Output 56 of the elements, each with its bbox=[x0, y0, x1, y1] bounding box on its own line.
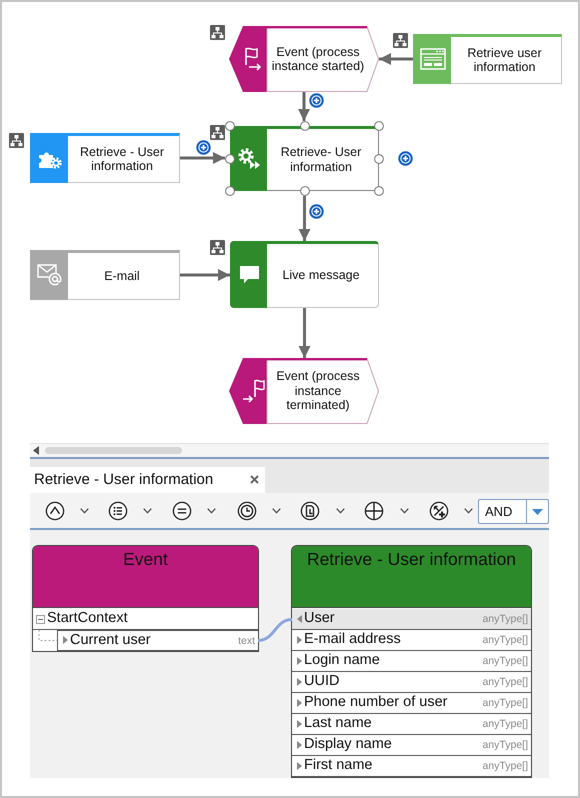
field-type: anyType[] bbox=[482, 696, 528, 711]
field-name: Phone number of user bbox=[304, 693, 448, 712]
table-header: Retrieve - User information bbox=[292, 546, 531, 608]
table-row bbox=[292, 714, 531, 735]
operator-dropdown: AND bbox=[478, 499, 549, 524]
arrow bbox=[298, 92, 310, 121]
table-row bbox=[33, 609, 258, 630]
field-name: User bbox=[304, 609, 335, 628]
node-label: Event (process instance terminated) bbox=[275, 369, 361, 413]
mapping-table bbox=[32, 545, 259, 652]
function-box bbox=[230, 241, 379, 308]
field-type: anyType[] bbox=[482, 759, 528, 774]
tree-line bbox=[38, 630, 58, 641]
table-row bbox=[292, 630, 531, 651]
node-label: Live message bbox=[282, 268, 360, 283]
node-label: Event (process instance started) bbox=[270, 44, 366, 74]
field-type: anyType[] bbox=[482, 675, 528, 690]
table-row bbox=[57, 630, 258, 651]
field-type: text bbox=[238, 634, 255, 649]
table-header: Event bbox=[33, 546, 258, 608]
field-name: Current user bbox=[70, 631, 151, 650]
connector-line bbox=[258, 618, 292, 642]
arrow bbox=[180, 269, 230, 281]
arrow bbox=[298, 308, 310, 358]
arrow bbox=[180, 152, 225, 164]
editor-tab: Retrieve - User information bbox=[30, 467, 265, 493]
arrow bbox=[298, 196, 310, 241]
node-label: Retrieve user information bbox=[466, 46, 543, 74]
field-name: Display name bbox=[304, 735, 392, 754]
field-type: anyType[] bbox=[482, 633, 528, 648]
field-name: E-mail address bbox=[304, 630, 401, 649]
field-type: anyType[] bbox=[482, 654, 528, 669]
field-type: anyType[] bbox=[482, 717, 528, 732]
table-row bbox=[292, 609, 531, 630]
mapping-table bbox=[291, 545, 532, 778]
event-hexagon bbox=[229, 358, 379, 424]
table-row bbox=[292, 693, 531, 714]
field-name: Login name bbox=[304, 651, 380, 670]
field-name: First name bbox=[304, 756, 372, 775]
table-row bbox=[292, 735, 531, 756]
table-row bbox=[292, 756, 531, 777]
table-row bbox=[292, 651, 531, 672]
field-name: Last name bbox=[304, 714, 372, 733]
table-row bbox=[292, 672, 531, 693]
field-name: UUID bbox=[304, 672, 340, 691]
node-label: E-mail bbox=[104, 268, 140, 284]
field-type: anyType[] bbox=[482, 738, 528, 753]
event-hexagon bbox=[229, 26, 379, 92]
function-box bbox=[30, 133, 180, 183]
function-box bbox=[30, 250, 180, 300]
field-name: StartContext bbox=[47, 609, 128, 628]
node-label: Retrieve- User information bbox=[280, 145, 362, 174]
field-type: anyType[] bbox=[482, 612, 528, 627]
node-label: Retrieve - User information bbox=[78, 144, 166, 174]
arrow bbox=[379, 53, 413, 65]
function-box bbox=[413, 34, 562, 84]
